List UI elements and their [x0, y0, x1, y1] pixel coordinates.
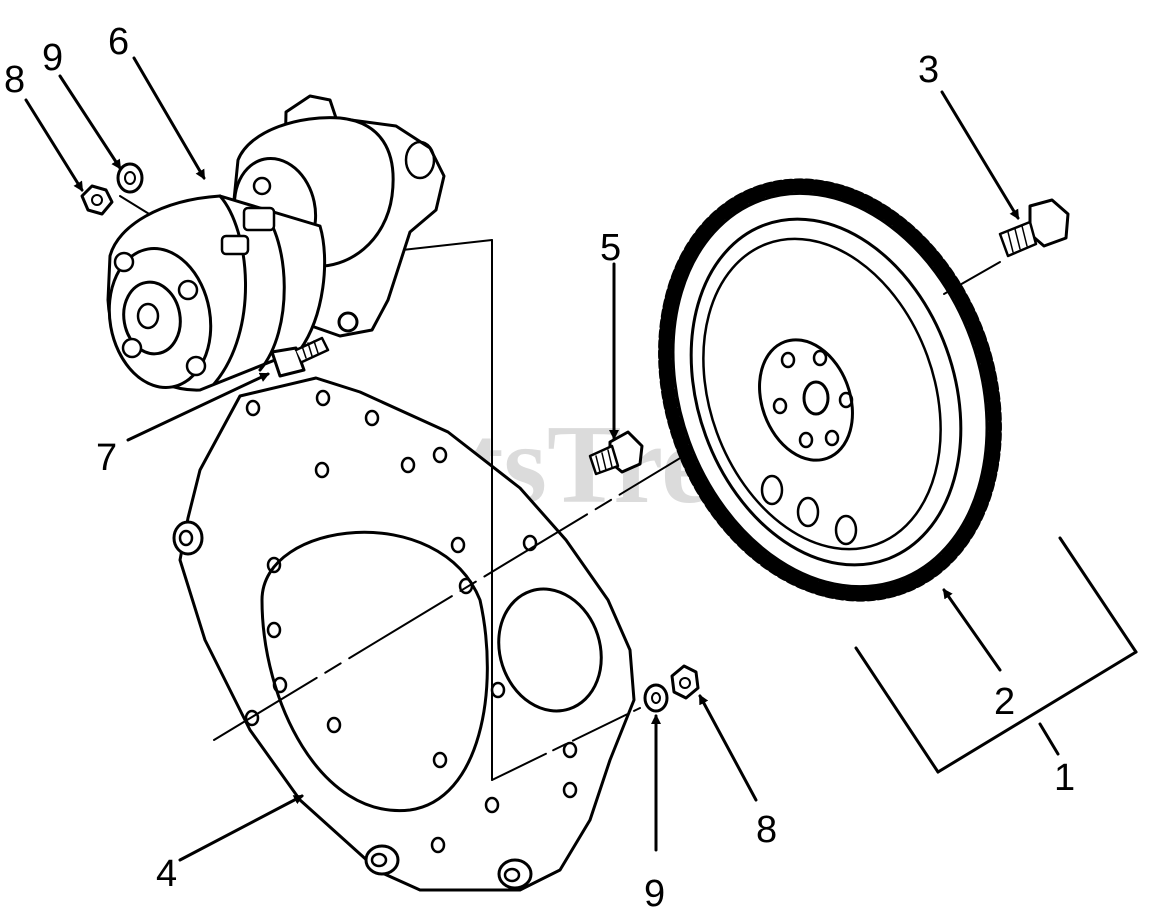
lock-washer-top [116, 162, 144, 194]
callout-8-bottom: 8 [756, 809, 777, 851]
nut-bottom [670, 664, 700, 700]
lock-washer-bottom [643, 683, 669, 713]
adapter-plate [172, 376, 636, 892]
dowel-boss-bottom-right [497, 858, 533, 890]
bolt-5 [588, 430, 644, 476]
flywheel-bolt [943, 198, 1070, 295]
starter-mounting-bolt [270, 336, 330, 378]
starter-motor [106, 94, 446, 392]
callout-2: 2 [994, 681, 1015, 723]
callout-5: 5 [600, 227, 621, 269]
leader-lines [24, 56, 1060, 862]
dowel-boss-bottom-left [364, 844, 400, 876]
callout-7: 7 [96, 437, 117, 479]
callout-9-top: 9 [42, 37, 63, 79]
nut-top [80, 184, 114, 216]
callout-3: 3 [918, 49, 939, 91]
assembly-bracket [854, 536, 1138, 774]
callout-1: 1 [1054, 757, 1075, 799]
flywheel [658, 178, 1002, 602]
callout-9-bottom: 9 [644, 873, 665, 915]
callout-4: 4 [156, 853, 177, 895]
callout-6: 6 [108, 21, 129, 63]
callout-8-top: 8 [4, 59, 25, 101]
dowel-boss-top-left [172, 520, 204, 556]
